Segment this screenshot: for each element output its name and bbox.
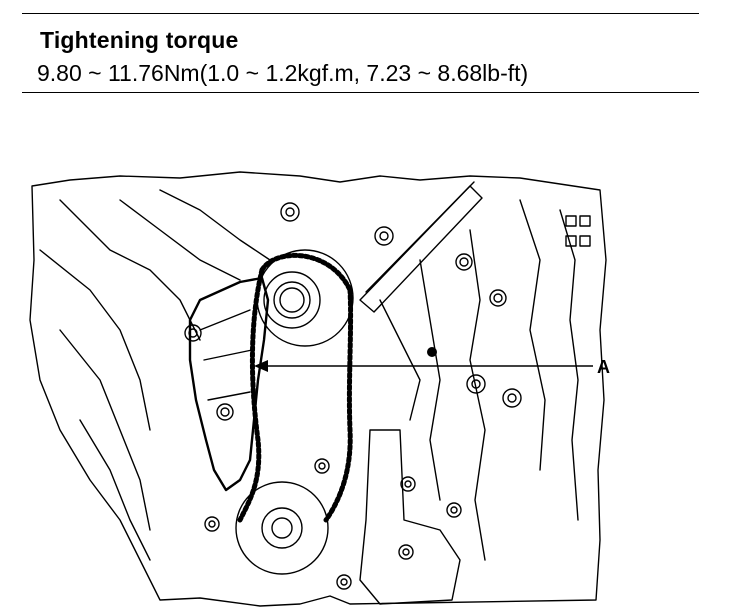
callout-arrowhead [254, 360, 268, 372]
bolt-icon [280, 202, 300, 222]
bolt-group [184, 202, 522, 590]
casting-rib [519, 199, 546, 471]
casting-rib [419, 259, 441, 501]
bolt-icon [502, 388, 522, 408]
bolt-icon [398, 544, 414, 560]
callout-label-a: A [597, 357, 610, 377]
bolt-icon [336, 574, 352, 590]
bolt-icon [216, 403, 234, 421]
casting-rib [119, 199, 241, 281]
bolt-icon [184, 324, 202, 342]
bolt-icon [466, 374, 486, 394]
casting-rib [39, 249, 151, 431]
casting-rib [159, 189, 271, 261]
spec-title: Tightening torque [40, 27, 239, 53]
timing-chain [237, 267, 265, 523]
bracket-detail [565, 215, 577, 227]
bolt-icon [374, 226, 394, 246]
casting-rib [469, 229, 486, 561]
bolt-icon [446, 502, 462, 518]
crank-sprocket-hub [261, 507, 303, 549]
bolt-icon [204, 516, 220, 532]
bolt-icon [455, 253, 473, 271]
cam-sprocket-hub [263, 271, 321, 329]
plug-icon [427, 347, 437, 357]
timing-chain [259, 252, 353, 293]
casting-rib [59, 199, 201, 341]
bolt-icon [400, 476, 416, 492]
casting-rib [379, 299, 421, 421]
bolt-icon [489, 289, 507, 307]
chain-guide-rail [365, 181, 475, 293]
oil-pump-housing [359, 429, 461, 605]
casting-rib [559, 209, 579, 521]
tensioner-arm [188, 276, 270, 492]
engine-block-outline [29, 171, 607, 607]
casting-rib [59, 329, 151, 531]
torque-spec-box: Tightening torque 9.80 ~ 11.76Nm(1.0 ~ 1… [22, 13, 699, 93]
casting-rib [79, 419, 151, 561]
bolt-icon [314, 458, 330, 474]
chain-guide-rail [359, 185, 483, 313]
crank-sprocket [235, 481, 329, 575]
cam-sprocket [256, 249, 354, 347]
spec-value: 9.80 ~ 11.76Nm(1.0 ~ 1.2kgf.m, 7.23 ~ 8.… [37, 60, 529, 86]
cam-sprocket-bore [273, 281, 311, 319]
timing-chain [323, 287, 354, 523]
